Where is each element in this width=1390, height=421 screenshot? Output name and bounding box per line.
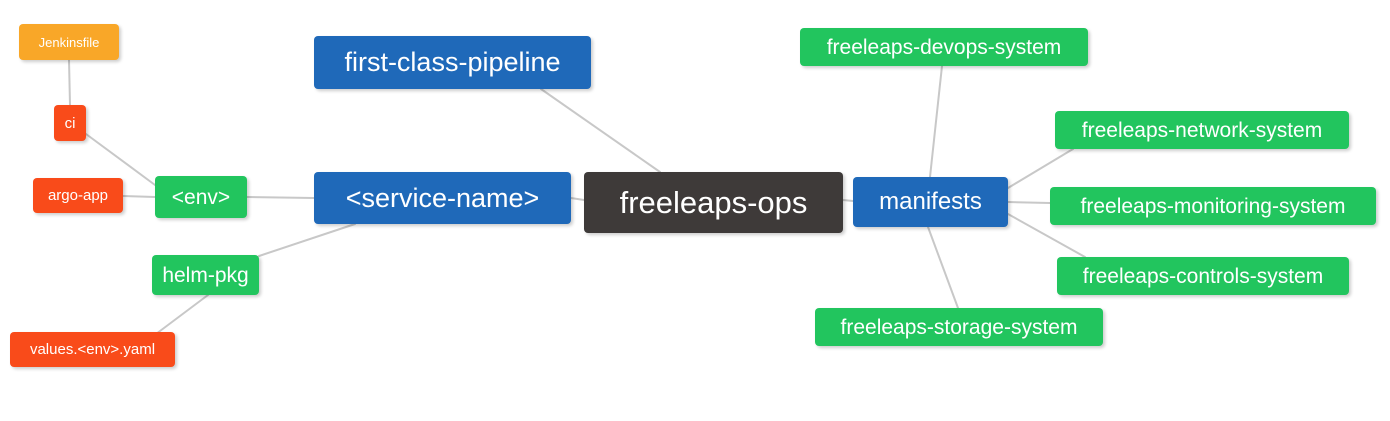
edge-manifests-to-freeleaps-storage-system <box>927 226 959 309</box>
edge-service-name-to-freeleaps-ops <box>570 197 585 201</box>
node-label-manifests: manifests <box>879 188 982 215</box>
node-label-ci: ci <box>64 114 76 132</box>
node-freeleaps-monitoring-system[interactable]: freeleaps-monitoring-system <box>1050 187 1376 225</box>
edge-env-to-service-name <box>246 196 315 199</box>
node-freeleaps-controls-system[interactable]: freeleaps-controls-system <box>1057 257 1349 295</box>
node-label-env: <env> <box>171 185 231 209</box>
edge-manifests-to-freeleaps-monitoring-system <box>1007 201 1051 204</box>
node-env[interactable]: <env> <box>155 176 247 218</box>
node-label-service-name: <service-name> <box>345 182 540 213</box>
node-label-argo-app: argo-app <box>47 187 109 204</box>
edge-first-class-pipeline-to-freeleaps-ops <box>540 88 661 173</box>
edge-jenkinsfile-to-ci <box>68 59 71 106</box>
edge-freeleaps-ops-to-manifests <box>842 199 854 202</box>
node-label-freeleaps-ops: freeleaps-ops <box>619 185 808 220</box>
node-label-jenkinsfile: Jenkinsfile <box>38 34 100 50</box>
node-label-freeleaps-controls-system: freeleaps-controls-system <box>1082 264 1324 288</box>
node-manifests[interactable]: manifests <box>853 177 1008 227</box>
node-freeleaps-ops[interactable]: freeleaps-ops <box>584 172 843 233</box>
node-argo-app[interactable]: argo-app <box>33 178 123 213</box>
node-label-values-yaml: values.<env>.yaml <box>29 341 156 358</box>
node-label-helm-pkg: helm-pkg <box>162 263 249 287</box>
node-label-first-class-pipeline: first-class-pipeline <box>344 47 561 77</box>
node-freeleaps-devops-system[interactable]: freeleaps-devops-system <box>800 28 1088 66</box>
node-freeleaps-storage-system[interactable]: freeleaps-storage-system <box>815 308 1103 346</box>
edge-manifests-to-freeleaps-network-system <box>1007 148 1074 189</box>
node-first-class-pipeline[interactable]: first-class-pipeline <box>314 36 591 89</box>
node-freeleaps-network-system[interactable]: freeleaps-network-system <box>1055 111 1349 149</box>
edge-manifests-to-freeleaps-devops-system <box>929 65 943 178</box>
edge-values-yaml-to-helm-pkg <box>151 294 209 338</box>
node-jenkinsfile[interactable]: Jenkinsfile <box>19 24 119 60</box>
node-label-freeleaps-network-system: freeleaps-network-system <box>1081 118 1323 142</box>
edge-argo-app-to-env <box>122 195 156 198</box>
node-ci[interactable]: ci <box>54 105 86 141</box>
node-label-freeleaps-monitoring-system: freeleaps-monitoring-system <box>1080 194 1346 218</box>
node-label-freeleaps-storage-system: freeleaps-storage-system <box>840 315 1078 339</box>
node-helm-pkg[interactable]: helm-pkg <box>152 255 259 295</box>
node-service-name[interactable]: <service-name> <box>314 172 571 224</box>
node-values-yaml[interactable]: values.<env>.yaml <box>10 332 175 367</box>
node-label-freeleaps-devops-system: freeleaps-devops-system <box>826 35 1062 59</box>
edge-helm-pkg-to-service-name <box>258 223 356 257</box>
